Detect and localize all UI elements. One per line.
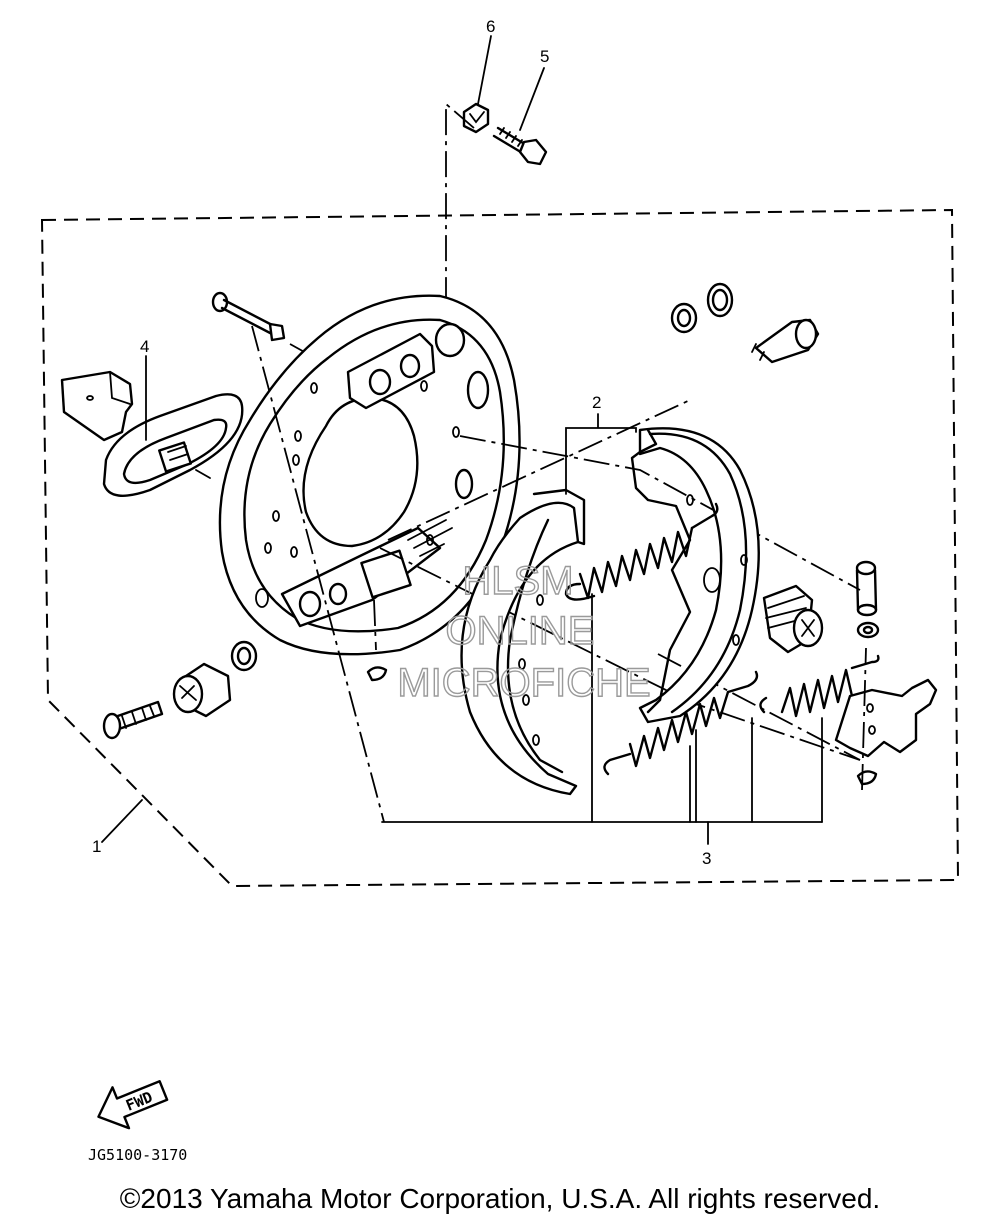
oil-seal bbox=[706, 282, 734, 318]
spring-right bbox=[759, 654, 880, 718]
nut-part-6 bbox=[462, 102, 490, 134]
bracket-right bbox=[834, 678, 938, 758]
callout-5-leader bbox=[519, 67, 545, 131]
svg-text:HLSM: HLSM bbox=[462, 559, 573, 603]
seal-ring bbox=[670, 302, 698, 334]
callout-3-leader bbox=[381, 593, 823, 845]
brake-panel bbox=[218, 294, 521, 656]
assembly-outline bbox=[40, 208, 960, 888]
copyright-notice: ©2013 Yamaha Motor Corporation, U.S.A. A… bbox=[119, 1183, 881, 1214]
brake-parts-diagram: 1 2 3 4 5 6 HLSM ONLINE MICROFICHE FWD J… bbox=[40, 17, 960, 1164]
cover-plate-part-4 bbox=[60, 370, 244, 497]
callout-3: 3 bbox=[702, 849, 711, 868]
callout-2: 2 bbox=[592, 393, 601, 412]
washer-left bbox=[230, 640, 258, 672]
callout-2-leader bbox=[565, 413, 637, 495]
pin-right bbox=[855, 560, 878, 617]
adjuster-nut bbox=[172, 662, 232, 718]
svg-text:MICROFICHE: MICROFICHE bbox=[397, 661, 650, 705]
drawing-code: JG5100-3170 bbox=[88, 1146, 187, 1164]
clip-right bbox=[856, 770, 878, 786]
fwd-arrow-icon: FWD bbox=[97, 1080, 169, 1130]
adjuster-spring-cap bbox=[762, 584, 824, 654]
callout-1: 1 bbox=[92, 837, 101, 856]
callout-6: 6 bbox=[486, 17, 495, 36]
spring-lower bbox=[603, 670, 759, 776]
callout-6-leader bbox=[477, 35, 492, 105]
brake-shoe-right bbox=[630, 427, 760, 724]
washer-right bbox=[856, 621, 880, 639]
clip-left bbox=[366, 666, 388, 682]
cam-shaft bbox=[751, 318, 820, 364]
assembly-centerline-a bbox=[459, 435, 861, 591]
callout-1-leader bbox=[101, 799, 143, 843]
svg-text:ONLINE: ONLINE bbox=[446, 609, 595, 653]
pin-top bbox=[211, 291, 286, 342]
brake-shoe-left bbox=[460, 488, 586, 796]
bolt-part-5 bbox=[492, 126, 548, 166]
spring-upper bbox=[564, 502, 719, 601]
adjuster-bolt bbox=[102, 700, 164, 740]
callout-4: 4 bbox=[140, 337, 149, 356]
callout-5: 5 bbox=[540, 47, 549, 66]
watermark: HLSM ONLINE MICROFICHE bbox=[397, 558, 652, 705]
